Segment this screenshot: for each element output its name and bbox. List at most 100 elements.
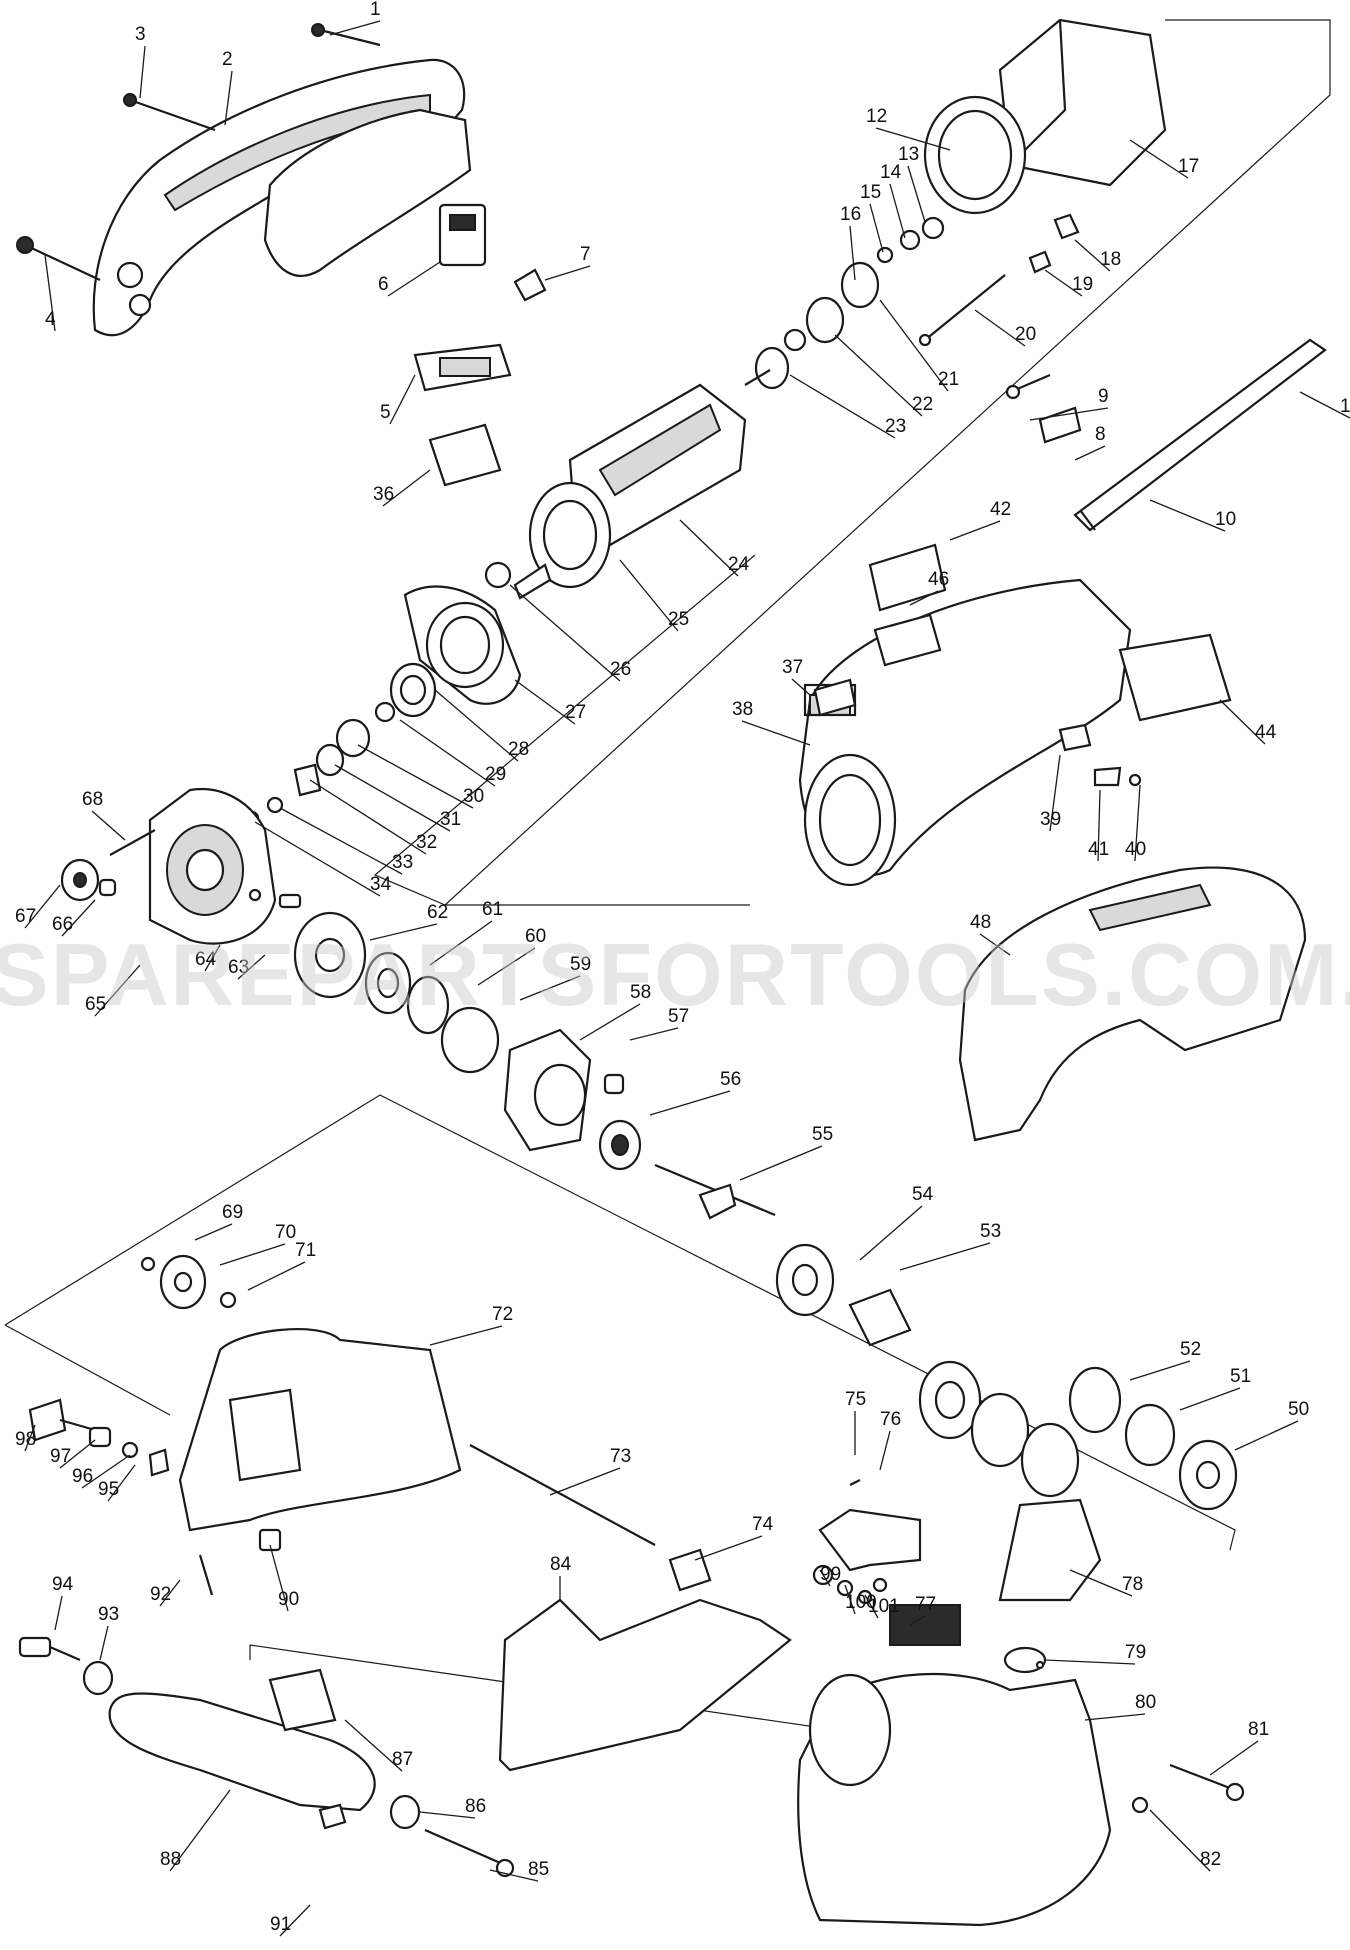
leader-line-79 <box>1044 1659 1136 1665</box>
leader-line-38 <box>741 720 811 746</box>
part-number-76: 76 <box>880 1409 901 1430</box>
part-number-31: 31 <box>440 809 461 830</box>
part-number-51: 51 <box>1230 1366 1251 1387</box>
leader-line-91 <box>279 1904 311 1937</box>
leader-line-5 <box>389 374 416 425</box>
part-number-13: 13 <box>898 144 919 165</box>
part-number-93: 93 <box>98 1604 119 1625</box>
part-number-53: 53 <box>980 1221 1001 1242</box>
leader-line-54 <box>859 1205 923 1261</box>
leader-line-44 <box>1219 699 1266 745</box>
leader-line-28 <box>434 689 519 762</box>
part-number-92: 92 <box>150 1584 171 1605</box>
top-handle-assembly <box>16 23 547 487</box>
leader-line-52 <box>1129 1360 1191 1381</box>
leader-line-31 <box>334 764 451 832</box>
part-number-34: 34 <box>370 874 392 895</box>
leader-line-41 <box>1097 789 1101 862</box>
leader-line-69 <box>194 1223 233 1241</box>
leader-line-33 <box>279 807 403 875</box>
part-number-96: 96 <box>72 1466 93 1487</box>
motor-housing-assembly <box>798 338 1327 1142</box>
part-number-11: 11 <box>1340 396 1350 417</box>
leader-line-60 <box>477 947 536 986</box>
leader-line-100 <box>844 1584 856 1615</box>
leader-line-48 <box>979 933 1011 956</box>
part-number-12: 12 <box>866 106 887 127</box>
leader-line-26 <box>509 584 621 682</box>
leader-line-86 <box>419 1811 476 1819</box>
leader-line-27 <box>514 679 576 725</box>
leader-line-65 <box>94 964 141 1017</box>
part-number-88: 88 <box>160 1849 181 1870</box>
leader-line-61 <box>429 920 493 966</box>
part-number-41: 41 <box>1088 839 1109 860</box>
part-number-98: 98 <box>15 1429 36 1450</box>
leader-line-93 <box>99 1625 109 1661</box>
leader-line-23 <box>789 374 896 439</box>
part-number-36: 36 <box>373 484 394 505</box>
part-number-9: 9 <box>1098 386 1109 407</box>
part-number-97: 97 <box>50 1446 71 1467</box>
part-number-24: 24 <box>728 554 750 575</box>
part-number-25: 25 <box>668 609 689 630</box>
leader-line-56 <box>649 1090 731 1116</box>
part-number-8: 8 <box>1095 424 1106 445</box>
leader-line-30 <box>357 744 474 809</box>
leader-line-63 <box>237 954 266 980</box>
leader-line-7 <box>544 265 591 281</box>
leader-line-21 <box>879 299 949 392</box>
leader-line-32 <box>309 779 427 855</box>
leader-line-17 <box>1129 139 1189 179</box>
leader-line-59 <box>519 975 581 1001</box>
guard-base-assembly <box>18 1254 1245 1927</box>
leader-line-10 <box>1149 499 1226 532</box>
leader-line-14 <box>889 183 906 239</box>
part-number-4: 4 <box>45 309 56 330</box>
leader-line-24 <box>679 519 739 577</box>
part-number-65: 65 <box>85 994 106 1015</box>
leader-line-16 <box>849 225 856 281</box>
part-number-69: 69 <box>222 1202 243 1223</box>
blade-cover <box>178 1328 462 1532</box>
handle-grip <box>108 1692 376 1812</box>
part-number-40: 40 <box>1125 839 1146 860</box>
leader-line-95 <box>107 1464 136 1502</box>
leader-line-88 <box>169 1789 231 1872</box>
part-number-101: 101 <box>868 1596 900 1617</box>
part-number-42: 42 <box>990 499 1011 520</box>
shaft <box>469 1444 656 1546</box>
part-number-71: 71 <box>295 1240 316 1261</box>
leader-line-42 <box>949 520 1001 541</box>
part-number-52: 52 <box>1180 1339 1201 1360</box>
leader-line-82 <box>1149 1809 1211 1872</box>
part-number-58: 58 <box>630 982 651 1003</box>
leader-line-66 <box>61 899 96 937</box>
part-number-7: 7 <box>580 244 591 265</box>
part-number-28: 28 <box>508 739 529 760</box>
part-number-15: 15 <box>860 182 881 203</box>
leader-line-6 <box>387 261 441 297</box>
part-number-64: 64 <box>195 949 217 970</box>
part-number-72: 72 <box>492 1304 513 1325</box>
leader-line-53 <box>899 1242 991 1271</box>
leader-line-1 <box>329 20 381 36</box>
part-number-63: 63 <box>228 957 249 978</box>
part-number-91: 91 <box>270 1914 291 1935</box>
part-number-44: 44 <box>1255 722 1277 743</box>
leader-line-97 <box>59 1439 96 1469</box>
part-number-27: 27 <box>565 702 586 723</box>
leader-line-92 <box>159 1579 181 1607</box>
leader-line-90 <box>269 1544 289 1612</box>
leader-line-12 <box>875 127 951 151</box>
leader-line-11 <box>1299 391 1350 419</box>
part-number-68: 68 <box>82 789 103 810</box>
part-number-79: 79 <box>1125 1642 1146 1663</box>
leader-line-101 <box>864 1594 879 1619</box>
part-number-73: 73 <box>610 1446 631 1467</box>
leader-line-58 <box>579 1003 641 1041</box>
leader-line-68 <box>91 810 126 841</box>
part-number-2: 2 <box>222 49 233 70</box>
part-number-32: 32 <box>416 832 437 853</box>
leader-line-72 <box>429 1325 503 1346</box>
